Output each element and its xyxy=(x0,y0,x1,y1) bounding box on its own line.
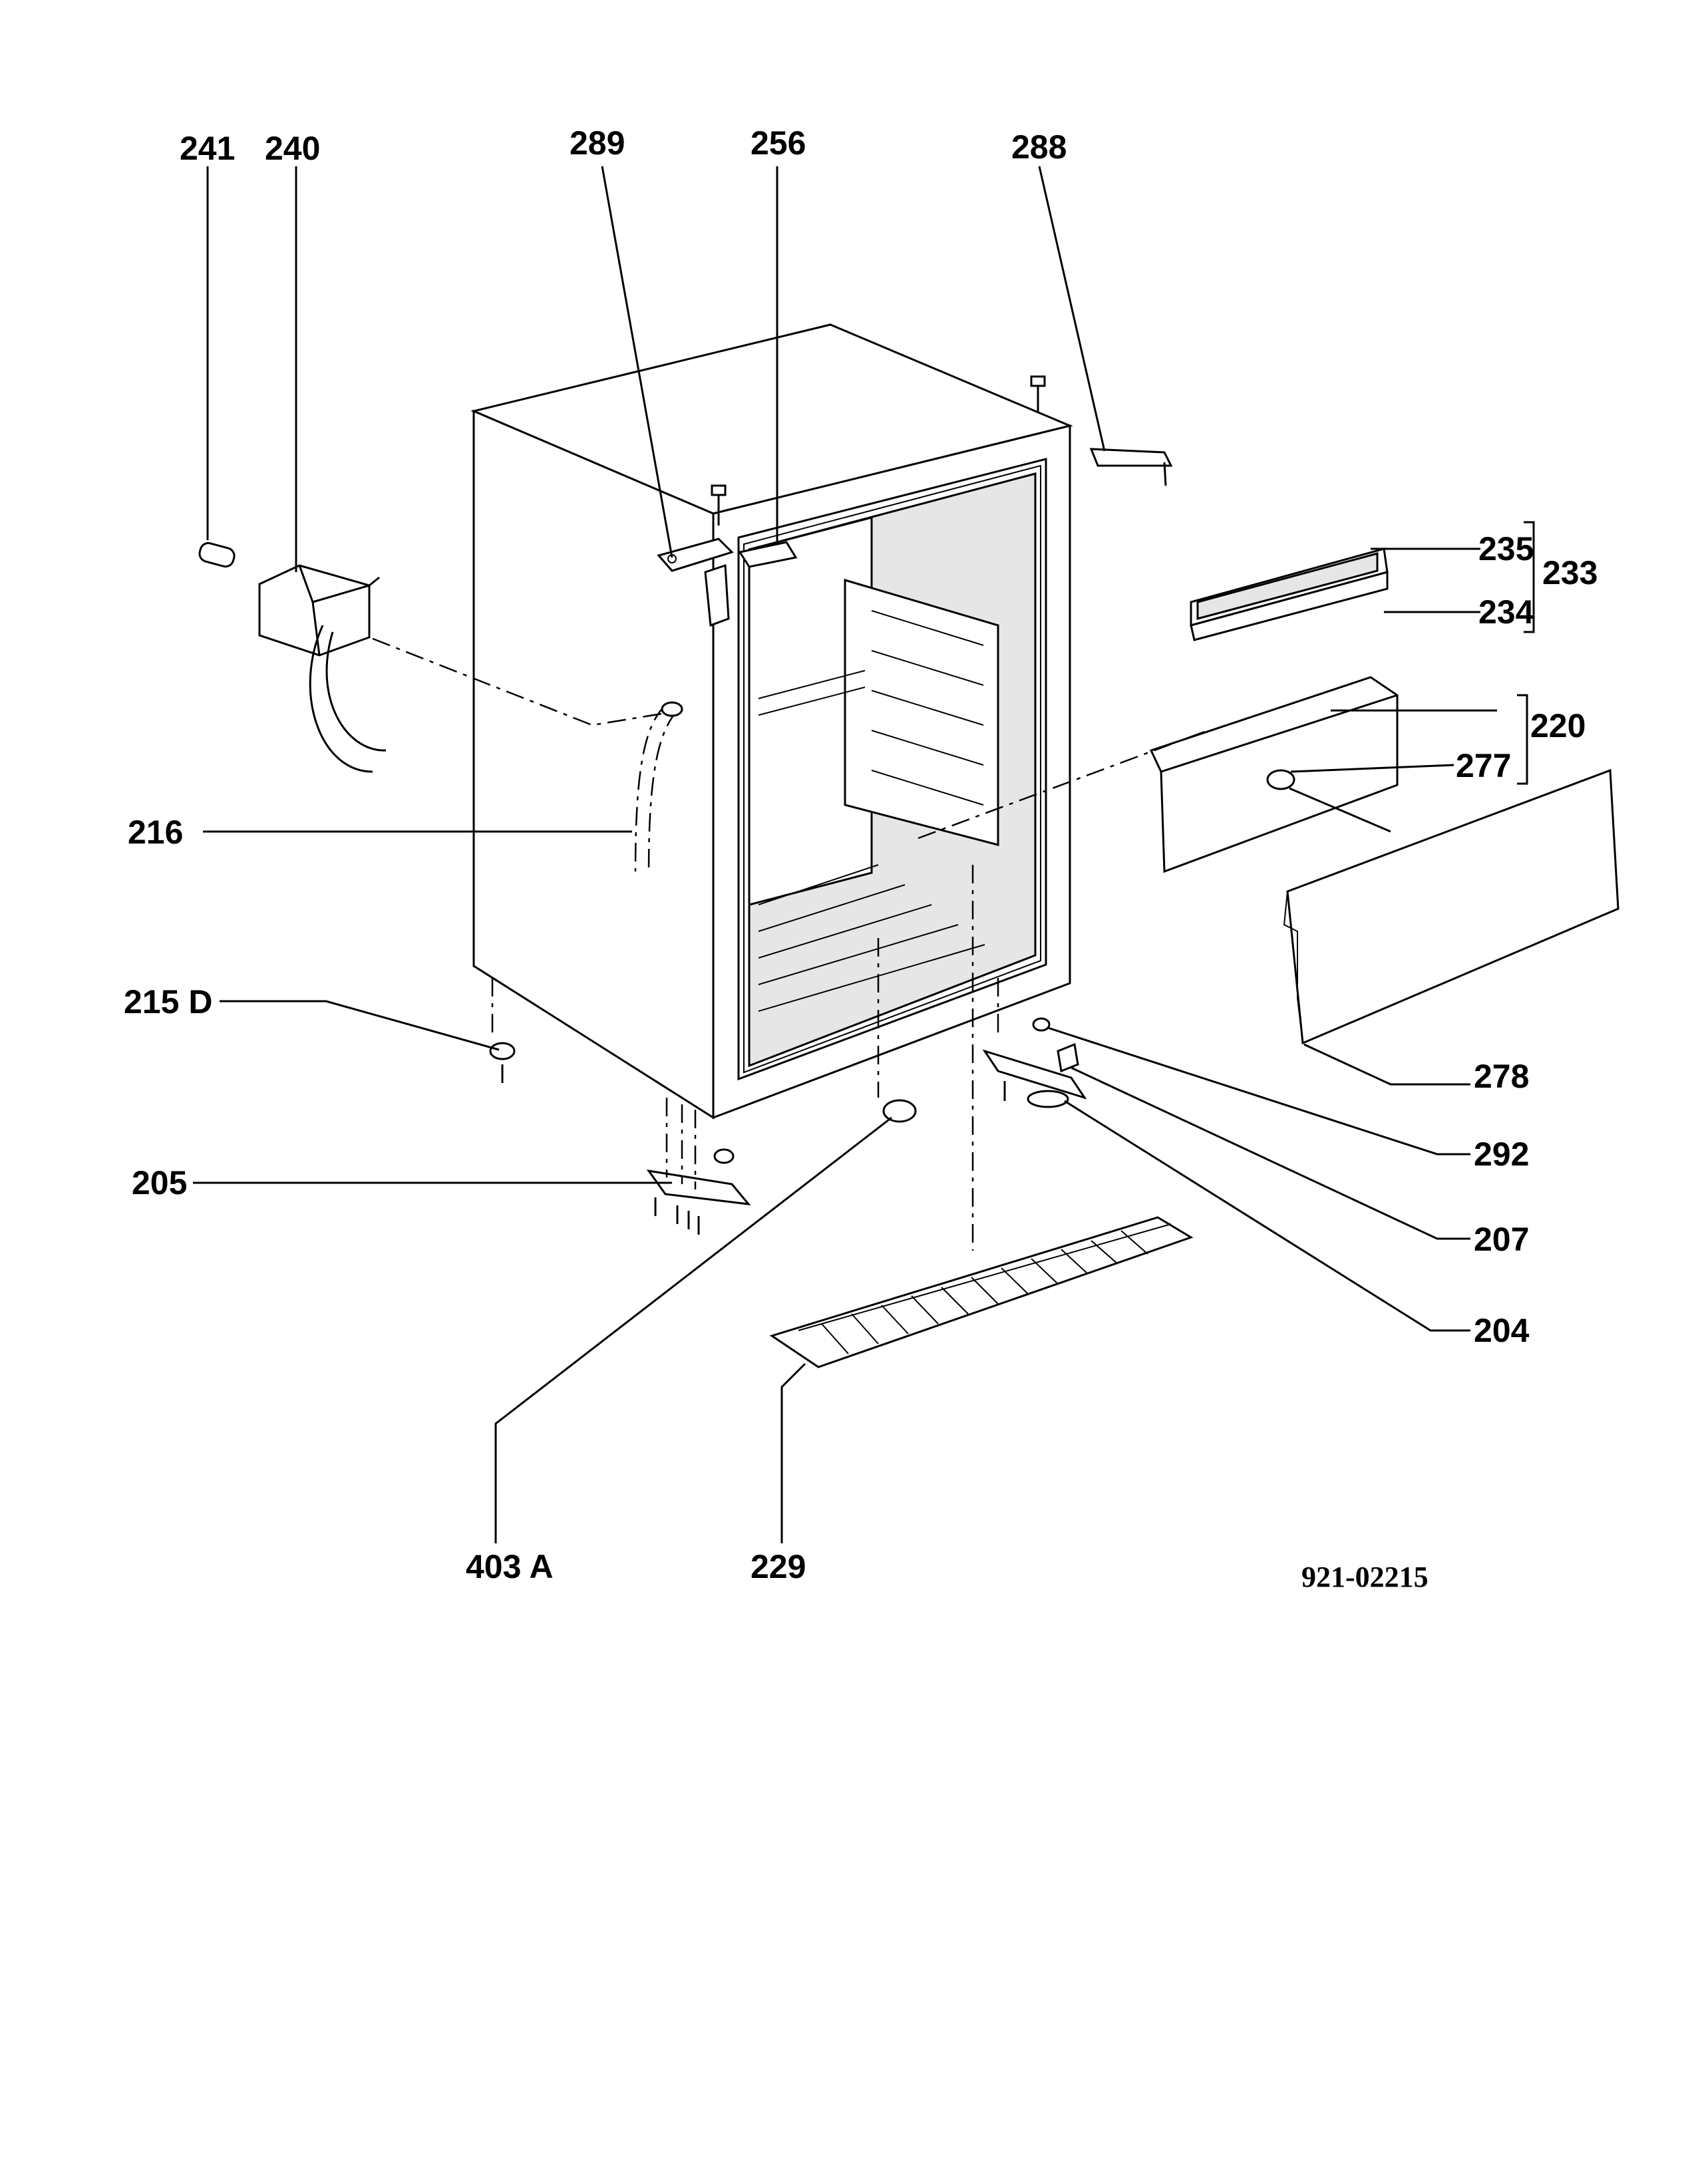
bottom-hinge-204 xyxy=(982,978,1087,1108)
label-277: 277 xyxy=(1456,747,1511,784)
part-labels: 241 240 289 256 288 235 233 234 220 277 … xyxy=(124,124,1598,1593)
door-shelf-233 xyxy=(1190,547,1389,641)
label-215d: 215 D xyxy=(124,983,212,1020)
wire-shelf-229 xyxy=(769,865,1194,1368)
plug-403a xyxy=(877,938,917,1123)
top-left-hinge xyxy=(657,484,734,627)
foot-215d xyxy=(489,978,516,1083)
label-233: 233 xyxy=(1542,554,1598,591)
label-403a: 403 A xyxy=(466,1548,554,1585)
label-256: 256 xyxy=(751,124,806,162)
top-right-hinge xyxy=(1030,375,1173,486)
thermostat-240 xyxy=(258,564,387,773)
bottom-hinge-205 xyxy=(646,1098,751,1235)
label-216: 216 xyxy=(128,814,183,851)
label-278: 278 xyxy=(1474,1058,1529,1095)
label-234: 234 xyxy=(1478,593,1534,631)
panel-220 xyxy=(1149,676,1399,873)
label-289: 289 xyxy=(570,124,625,162)
label-220: 220 xyxy=(1530,707,1586,744)
label-205: 205 xyxy=(132,1164,187,1201)
panel-278 xyxy=(1283,768,1619,1045)
label-240: 240 xyxy=(265,130,320,167)
label-288: 288 xyxy=(1011,128,1067,166)
knob-241 xyxy=(198,542,236,568)
label-292: 292 xyxy=(1474,1136,1529,1173)
label-241: 241 xyxy=(180,130,235,167)
label-235: 235 xyxy=(1478,530,1534,567)
cabinet xyxy=(470,323,1073,1120)
label-204: 204 xyxy=(1474,1312,1530,1349)
document-number: 921-02215 xyxy=(1301,1561,1429,1593)
hinge-256 xyxy=(738,541,798,568)
leader-lines xyxy=(193,166,1535,1543)
label-207: 207 xyxy=(1474,1221,1529,1258)
label-229: 229 xyxy=(751,1548,806,1585)
